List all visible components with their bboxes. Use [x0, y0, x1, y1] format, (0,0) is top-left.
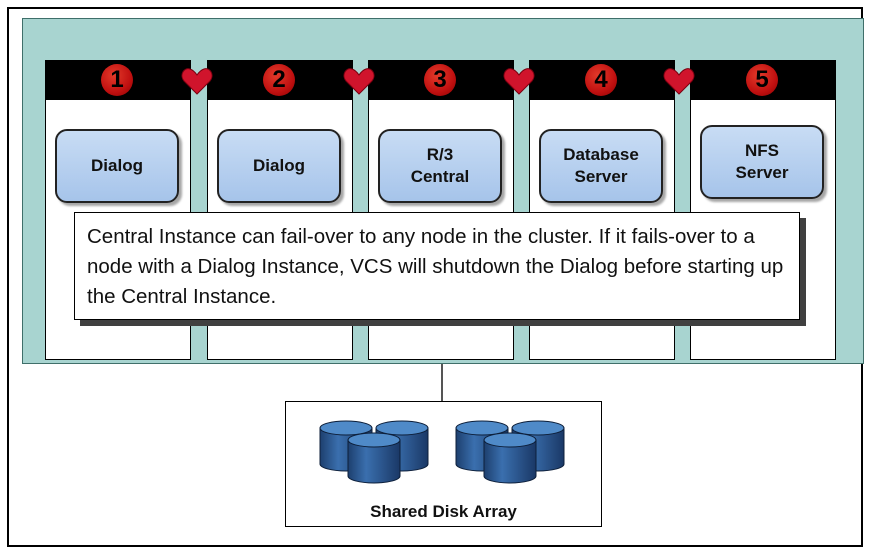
heartbeat-heart-icon — [181, 68, 213, 95]
storage-connector-line — [441, 364, 443, 402]
node-number-badge: 5 — [746, 64, 778, 96]
node-number-badge: 1 — [101, 64, 133, 96]
failover-callout: Central Instance can fail-over to any no… — [74, 212, 800, 320]
heartbeat-heart-icon — [663, 68, 695, 95]
app-box-dialog-2: Dialog — [217, 129, 341, 203]
node-header: 3 — [368, 60, 514, 100]
heartbeat-heart-icon — [503, 68, 535, 95]
node-header: 5 — [690, 60, 836, 100]
heartbeat-heart-icon — [343, 68, 375, 95]
disk-array-label: Shared Disk Array — [370, 502, 517, 521]
app-box-r3-central: R/3 Central — [378, 129, 502, 203]
disk-group — [319, 420, 565, 484]
app-box-nfs-server: NFS Server — [700, 125, 824, 199]
node-header: 2 — [207, 60, 353, 100]
node-number-badge: 2 — [263, 64, 295, 96]
app-box-dialog-1: Dialog — [55, 129, 179, 203]
node-number-badge: 3 — [424, 64, 456, 96]
node-header: 4 — [529, 60, 675, 100]
shared-disk-array: Shared Disk Array — [285, 401, 602, 527]
node-number-badge: 4 — [585, 64, 617, 96]
cluster-node-1: 1 Dialog — [45, 60, 191, 360]
node-header: 1 — [45, 60, 191, 100]
disk-cylinder-icon — [483, 432, 537, 484]
app-box-database-server: Database Server — [539, 129, 663, 203]
disk-cylinder-icon — [347, 432, 401, 484]
